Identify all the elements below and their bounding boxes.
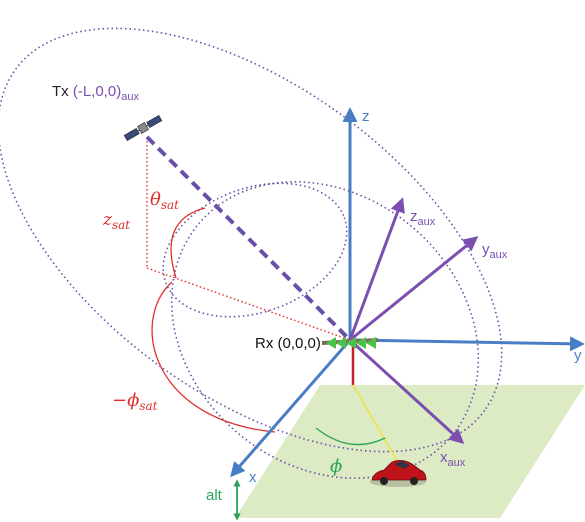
phi-label: ϕ bbox=[330, 456, 342, 477]
svg-text:yaux: yaux bbox=[482, 241, 508, 261]
x-aux-axis bbox=[348, 338, 465, 445]
car-projection-line bbox=[352, 384, 399, 463]
zsat-label: z bbox=[102, 210, 113, 230]
z-aux-label: z bbox=[410, 208, 418, 225]
x-aux-sub: aux bbox=[448, 457, 466, 469]
svg-text:−ϕsat: −ϕsat bbox=[112, 390, 158, 413]
z-aux-sub: aux bbox=[418, 216, 436, 228]
line-of-sight bbox=[145, 135, 352, 342]
theta-sub: sat bbox=[161, 198, 179, 212]
theta-arc bbox=[170, 207, 206, 279]
antenna-array bbox=[321, 337, 379, 349]
x-axis-label: x bbox=[249, 469, 257, 486]
svg-text:Tx (-L,0,0)aux: Tx (-L,0,0)aux bbox=[52, 83, 139, 103]
theta-label: θ bbox=[150, 189, 161, 210]
phi-sat-sub: sat bbox=[139, 399, 157, 413]
svg-text:zsat: zsat bbox=[102, 210, 130, 232]
car-icon bbox=[370, 460, 427, 487]
ground-projection-line bbox=[146, 267, 351, 341]
phi-sat-arc bbox=[151, 281, 276, 433]
rx-label: Rx (0,0,0) bbox=[255, 335, 321, 352]
y-aux-label: y bbox=[482, 241, 490, 258]
x-axis bbox=[230, 339, 352, 478]
y-aux-sub: aux bbox=[490, 249, 508, 261]
tx-coords: (-L,0,0) bbox=[73, 83, 121, 100]
tx-sub: aux bbox=[121, 91, 139, 103]
svg-text:zaux: zaux bbox=[410, 208, 436, 228]
zsat-sub: sat bbox=[112, 218, 130, 232]
phi-arc bbox=[315, 427, 386, 446]
x-aux-label: x bbox=[440, 449, 448, 466]
alt-label: alt bbox=[206, 487, 223, 504]
svg-text:xaux: xaux bbox=[440, 449, 466, 469]
svg-text:θsat: θsat bbox=[150, 189, 179, 212]
tx-label: Tx bbox=[52, 83, 73, 100]
satellite-icon bbox=[123, 114, 163, 142]
z-axis-label: z bbox=[362, 108, 370, 125]
z-aux-axis bbox=[348, 197, 405, 341]
phi-sat-label: −ϕ bbox=[112, 390, 139, 411]
y-axis bbox=[349, 336, 585, 352]
ground-plane bbox=[235, 385, 585, 518]
y-aux-axis bbox=[349, 236, 479, 342]
beam-ellipse-cross bbox=[162, 182, 348, 318]
y-axis-label: y bbox=[574, 347, 582, 364]
